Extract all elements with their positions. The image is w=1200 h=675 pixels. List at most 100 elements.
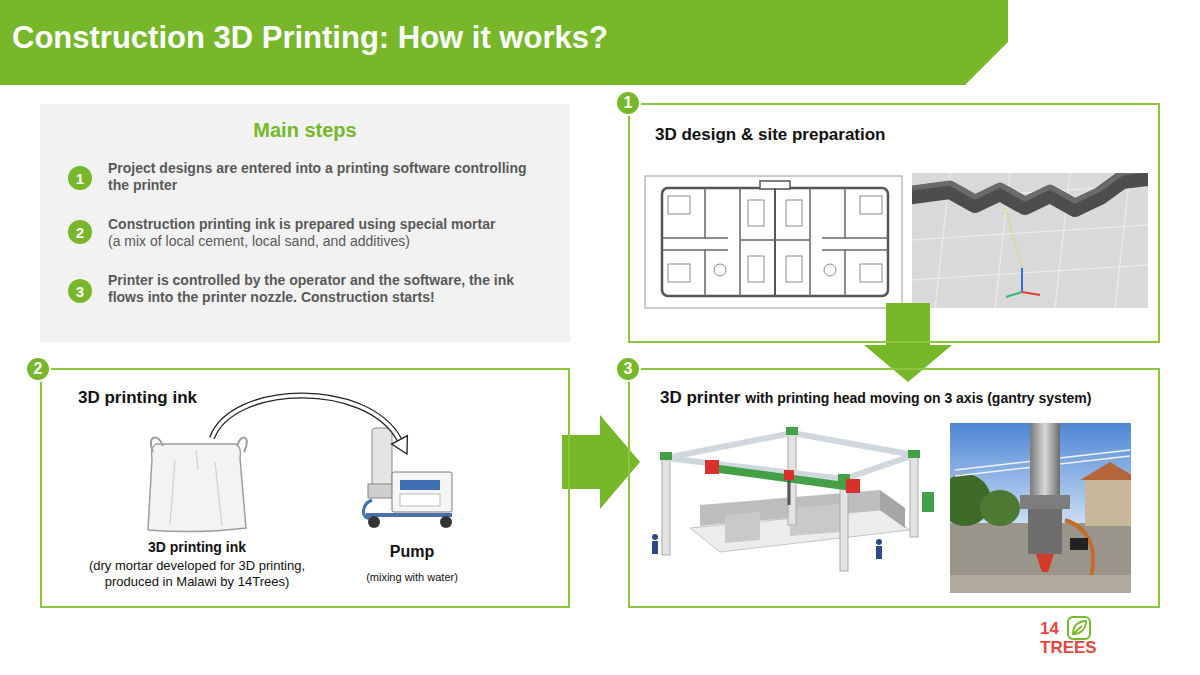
nozzle-photo [1070,538,1088,550]
gantry-printer [876,546,882,559]
floor-plan [786,200,802,226]
toolpath-render [912,173,1148,201]
gantry-printer [712,468,852,487]
floor-plan [860,196,882,214]
nozzle-photo [1036,554,1054,572]
title-band [0,0,1008,85]
page-title: Construction 3D Printing: How it works? [12,20,608,56]
equipment-item: Pump (mixing with water) [347,454,477,592]
pump-machine [400,480,440,490]
pump-machine [392,472,452,512]
toolpath-render [1022,292,1040,295]
pump-machine [364,428,453,528]
box-subtitle: with printing head moving on 3 axis (gan… [745,390,1091,406]
gantry-printer [660,452,672,460]
toolpath-render [1005,208,1022,268]
gantry-printer [786,427,798,435]
item-note: (mixing with water) [366,571,458,584]
nozzle-photo [1028,509,1062,554]
gantry-printer [666,433,914,479]
pump-machine [366,513,452,517]
nozzle-photo [1080,462,1131,480]
logo-text: TREES [1040,639,1097,657]
callout-number: 2 [25,356,51,382]
gantry-printer [652,534,658,540]
item-caption: 3D printing ink [148,539,246,556]
gantry-printer [662,455,670,555]
step-text: Construction printing ink is prepared us… [108,216,530,233]
curved-arrow [212,395,399,439]
floor-plan [748,256,764,282]
floor-plan [775,188,888,296]
floor-plan [824,264,836,276]
panel-heading: Main steps [40,118,570,142]
pump-machine [400,494,440,506]
step-text: Printer is controlled by the operator an… [108,272,530,306]
flow-arrow [212,395,407,454]
gantry-printer [876,539,882,545]
toolpath-render [1006,292,1022,297]
gantry-printer [784,470,794,480]
process-box: 3D printer with printing head moving on 3… [628,368,1160,608]
steps-panel: Main stepsProject designs are entered in… [40,104,570,342]
toolpath-render [1021,268,1023,292]
gantry-printer [846,479,860,493]
nozzle-photo [950,423,1131,593]
gantry-printer [788,480,791,505]
toolpath-render [912,173,1148,308]
mortar-bag [151,437,247,452]
floor-plan [668,264,690,282]
gantry-printer [880,490,905,528]
gantry-printer [790,504,840,536]
item-caption: Pump [390,542,434,561]
gantry-printer [652,427,934,571]
box-title: 3D printer [660,388,740,407]
floor-plan [748,200,764,226]
logo-icon [1068,617,1090,639]
process-box: 3D design & site preparation [628,103,1160,343]
floor-plan [714,264,726,276]
pump-machine [440,516,452,528]
mortar-bag [170,450,222,526]
gantry-printer [922,492,934,512]
floor-plan [760,181,790,189]
box-title: 3D design & site preparation [655,125,1138,145]
step-note: (a mix of local cement, local sand, and … [108,233,530,250]
floor-plan [668,196,690,214]
step-text: Project designs are entered into a print… [108,160,530,194]
nozzle-photo [1020,495,1070,509]
box-title: 3D printing ink [78,388,548,408]
step-number: 1 [68,166,92,190]
callout-number: 3 [615,356,641,382]
pump-machine [368,516,380,528]
logo-icon [1068,617,1090,639]
material-item: 3D printing ink (dry mortar developed for… [74,438,320,592]
step-number: 2 [68,220,92,244]
gantry-printer [705,460,719,474]
arrow-head [392,436,408,454]
floor-plan [645,176,902,308]
floor-plan [860,264,882,282]
curved-arrow [212,395,399,439]
floor-plan [662,188,888,296]
logo-icon [1073,621,1086,634]
nozzle-photo [950,575,1131,593]
floor-plan [774,188,776,296]
gantry-printer [652,541,658,554]
floor-plan [662,188,775,296]
pump-machine [372,428,392,488]
nozzle-photo [1085,478,1131,526]
item-note: (dry mortar developed for 3D printing, p… [74,558,320,590]
mortar-bag [148,437,247,531]
gantry-printer [908,450,920,458]
floor-plan [786,256,802,282]
callout-number: 1 [615,90,641,116]
gantry-printer [725,512,760,543]
step-number: 3 [68,279,92,303]
floor-plan [645,176,902,308]
floor-plan [668,196,882,282]
gantry-printer [910,452,918,537]
logo-text: 14 [1040,620,1059,638]
process-box: 3D printing ink 3D printing ink (dry morta… [40,368,570,608]
nozzle-photo [980,490,1020,526]
